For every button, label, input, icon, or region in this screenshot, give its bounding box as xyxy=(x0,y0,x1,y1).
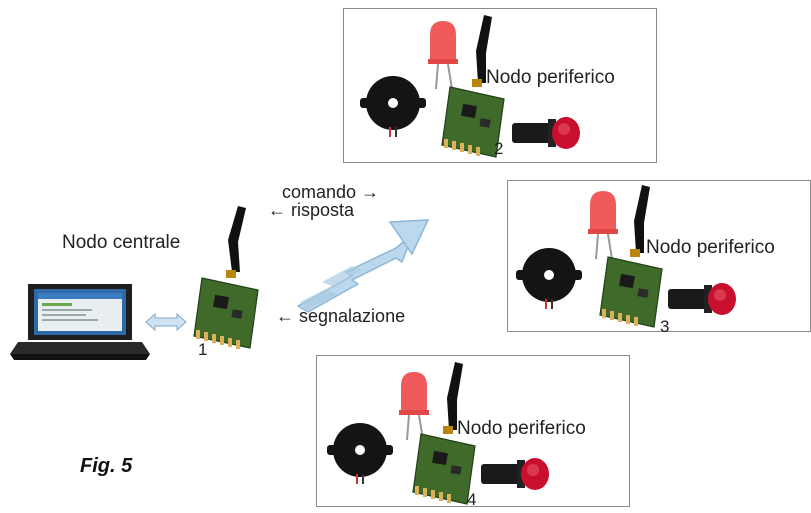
peripheral-node-2-box: Nodo periferico 2 xyxy=(343,8,657,163)
led-icon xyxy=(588,191,618,260)
peripheral-node-3-label: Nodo periferico xyxy=(646,237,775,258)
peripheral-node-4-box: Nodo periferico 4 xyxy=(316,355,630,509)
central-node-number: 1 xyxy=(198,340,208,359)
led-icon xyxy=(428,21,458,90)
buzzer-icon xyxy=(327,423,393,484)
peripheral-node-3-number: 3 xyxy=(660,317,670,336)
command-label: comando → xyxy=(282,182,380,202)
buzzer-icon xyxy=(360,76,426,137)
buzzer-icon xyxy=(516,248,582,309)
radio-module-icon xyxy=(412,362,476,505)
wireless-arrow-icon xyxy=(296,219,430,313)
figure-caption: Fig. 5 xyxy=(80,455,133,477)
push-button-icon xyxy=(668,283,736,315)
peripheral-node-4-number: 4 xyxy=(467,490,477,509)
peripheral-node-2-label: Nodo periferico xyxy=(486,67,615,88)
peripheral-node-3-box: Nodo periferico 3 xyxy=(507,180,811,336)
central-radio-module-icon xyxy=(193,206,259,349)
response-label: ← risposta xyxy=(268,200,355,220)
push-button-icon xyxy=(512,117,580,149)
push-button-icon xyxy=(481,458,549,490)
peripheral-node-4-label: Nodo periferico xyxy=(457,418,586,439)
laptop-icon xyxy=(10,284,150,360)
link-arrow-icon xyxy=(145,312,187,332)
led-icon xyxy=(399,372,429,441)
peripheral-node-2-number: 2 xyxy=(494,139,504,158)
radio-module-icon xyxy=(599,185,663,328)
central-node-label: Nodo centrale xyxy=(62,232,181,253)
radio-module-icon xyxy=(441,15,505,158)
